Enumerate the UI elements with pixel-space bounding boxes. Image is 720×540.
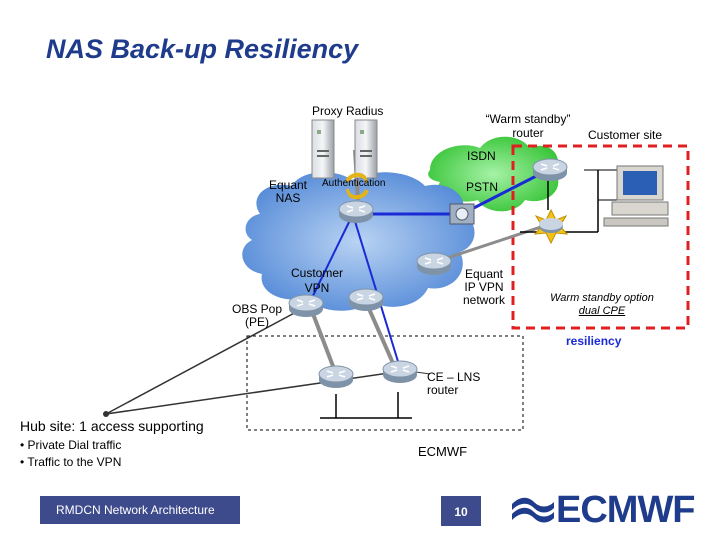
page-number: 10 — [441, 496, 481, 526]
equant-nas-label-1: Equant — [268, 178, 308, 192]
equant-nas-router — [338, 200, 374, 224]
customer-vpn-label-2: VPN — [304, 281, 330, 295]
warm-standby-router — [532, 158, 568, 182]
proxy-radius-label: Proxy Radius — [312, 104, 384, 118]
warm-standby-option-label-1: Warm standby option — [550, 292, 654, 304]
obs-pop-label-2: (PE) — [245, 315, 269, 329]
isdn-label: ISDN — [467, 149, 496, 163]
authentication-label: Authentication — [322, 178, 386, 189]
customer-vpn-label-1: Customer — [290, 266, 343, 280]
resiliency-label: resiliency — [566, 334, 622, 348]
obs-pop-label-1: OBS Pop — [231, 302, 283, 316]
equant-nas-label-2: NAS — [275, 191, 301, 205]
equant-ipvpn-label-3: network — [462, 293, 506, 307]
radius-server — [354, 119, 378, 179]
ce-router-left — [318, 365, 354, 389]
customer-vpn-cloud — [242, 172, 475, 311]
customer-site-label: Customer site — [588, 128, 663, 142]
ecmwf-logo-text: ECMWF — [556, 489, 696, 531]
list-item: • Traffic to the VPN — [20, 455, 122, 469]
ce-lns-label-2: router — [427, 383, 459, 397]
page-title: NAS Back-up Resiliency — [46, 34, 359, 64]
ipvpn-router — [416, 252, 452, 276]
ecmwf-site-label: ECMWF — [418, 444, 468, 459]
customer-computer-icon — [603, 165, 669, 227]
list-item: • Private Dial traffic — [20, 438, 122, 452]
ecmwf-logo-icon — [512, 497, 554, 523]
ce-lns-router — [382, 360, 418, 384]
vpn-core-router — [348, 288, 384, 312]
hub-site-box — [246, 335, 524, 431]
pstn-label: PSTN — [466, 180, 499, 194]
footer-title: RMDCN Network Architecture — [40, 496, 240, 524]
obs-pop-router — [288, 294, 324, 318]
warm-standby-router-label: router — [512, 126, 544, 140]
hub-site-list: • Private Dial traffic • Traffic to the … — [20, 437, 121, 471]
authentication-icon — [345, 172, 369, 200]
pstn-switch-icon — [449, 203, 475, 225]
warm-standby-label: “Warm standby” — [485, 112, 571, 126]
equant-ipvpn-label-2: IP VPN — [464, 280, 504, 294]
warm-standby-option-label-2: dual CPE — [578, 305, 626, 317]
isdn-cloud — [428, 136, 559, 212]
proxy-server — [311, 119, 335, 179]
ce-lns-label-1: CE – LNS — [427, 370, 481, 384]
equant-ipvpn-label-1: Equant — [464, 267, 504, 281]
hub-site-label: Hub site: 1 access supporting — [20, 418, 204, 434]
customer-cpe-router — [533, 208, 569, 245]
